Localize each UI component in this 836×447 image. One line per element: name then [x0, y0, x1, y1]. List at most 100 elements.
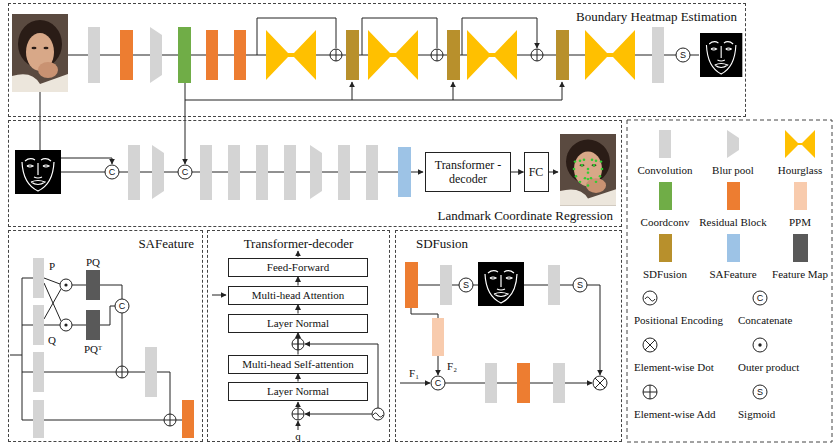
legend-concat: [753, 291, 767, 305]
legend-text: Hourglass: [778, 165, 822, 176]
convolution-block: [200, 145, 212, 200]
landmark-dot: [587, 178, 590, 180]
operator-letter: S: [680, 51, 686, 60]
add-symbol: [431, 49, 443, 61]
legend-add: [643, 385, 657, 399]
residual-block: [517, 363, 530, 403]
heatmap-input: [15, 150, 61, 194]
ppm-block: [432, 318, 444, 356]
process-box: FC: [524, 152, 549, 192]
add-symbol: [164, 414, 176, 426]
hourglass: [467, 30, 517, 80]
residual-block: [120, 30, 133, 80]
section-panel: Transformer-decoderFeed-ForwardMulti-hea…: [207, 230, 390, 442]
layer-box: Layer Normal: [228, 314, 368, 333]
signal-name: PQ: [86, 257, 100, 268]
legend-swatch: [659, 234, 672, 262]
convolution-block: [485, 363, 497, 403]
layer-box: Multi-head Attention: [228, 286, 368, 305]
landmark-dot: [574, 160, 577, 162]
heatmap-output: [700, 33, 742, 77]
legend-panel: [627, 120, 832, 442]
landmark-dot: [573, 168, 576, 170]
legend-swatch: [659, 130, 671, 158]
safeature-block: [398, 147, 411, 197]
panel-title: SDFusion: [416, 236, 468, 251]
wire: [400, 383, 430, 384]
wire: [438, 356, 439, 375]
outer-product-symbol: [60, 319, 72, 331]
landmark-dot: [593, 164, 596, 166]
wire: [298, 402, 299, 408]
legend-text: Element-wise Dot: [634, 362, 714, 373]
add-symbol: [330, 49, 342, 61]
legend-sigmoid: [753, 385, 767, 399]
legend-dot: [643, 338, 657, 352]
landmark-dot: [579, 159, 582, 161]
landmark-dot: [600, 160, 603, 162]
legend-text: Positional Encoding: [634, 315, 723, 326]
blur-pool: [150, 27, 162, 83]
landmark-dot: [601, 168, 604, 170]
hourglass: [266, 30, 316, 80]
skip-wire: [453, 82, 454, 100]
signal-name: P: [49, 261, 55, 272]
box-label: Feed-Forward: [267, 261, 329, 274]
legend-swatch: [794, 182, 807, 210]
residual-block: [234, 30, 246, 80]
landmark-dot: [595, 159, 598, 161]
legend-text: SAFeature: [709, 269, 756, 280]
convolution-block: [366, 145, 378, 200]
hourglass: [585, 30, 635, 80]
positional-encoding-symbol: [373, 413, 383, 417]
add-symbol: [531, 49, 543, 61]
wire: [10, 278, 33, 420]
blur-pool: [152, 145, 164, 199]
convolution-block: [33, 352, 44, 392]
section-panel: SDFusion: [395, 230, 622, 442]
operator-letter: C: [757, 294, 764, 303]
legend-swatch: [793, 234, 808, 262]
add-symbol: [431, 49, 443, 61]
coordconv-block: [178, 27, 191, 83]
landmark-dot: [591, 159, 594, 161]
landmark-dot: [599, 175, 602, 177]
outer-product-symbol: [64, 323, 67, 326]
connector-arrow: [298, 277, 299, 286]
sigmoid-symbol: [676, 48, 690, 62]
landmark-dot: [595, 181, 598, 183]
panel-title: Transformer-decoder: [208, 236, 389, 251]
output-photo: [560, 134, 616, 206]
connector-arrow: [298, 333, 299, 355]
signal-name: F₁: [409, 368, 419, 379]
sdfusion-block: [556, 30, 569, 80]
residual-block: [206, 30, 218, 80]
landmark-dot: [581, 164, 584, 166]
operator-letter: S: [757, 388, 763, 397]
panel-title: Boundary Heatmap Estimation: [576, 9, 737, 24]
convolution-block: [33, 258, 44, 298]
wire: [298, 251, 299, 257]
legend-dot: [645, 340, 655, 350]
sdfusion-block: [447, 30, 460, 80]
legend-text: PPM: [789, 217, 811, 228]
panel-title: Landmark Coordinate Regression: [438, 208, 613, 223]
operator-letter: C: [435, 379, 442, 388]
legend-swatch: [727, 182, 740, 210]
operator-letter: C: [119, 302, 126, 311]
landmark-dots: [573, 159, 604, 187]
panel-title: SAFeature: [138, 236, 194, 251]
add-symbol: [531, 49, 543, 61]
landmark-dot: [583, 159, 586, 161]
wire: [212, 295, 226, 296]
legend-text: Coordconv: [641, 217, 690, 228]
wire: [185, 100, 186, 164]
outer-product-symbol: [64, 283, 67, 286]
wire: [305, 414, 372, 415]
landmark-dot: [575, 175, 578, 177]
feature-map: [86, 310, 100, 340]
legend-positional-encoding: [643, 291, 657, 305]
feature-map: [86, 270, 100, 300]
legend-swatch: [727, 234, 740, 262]
outer-product-symbol: [60, 279, 72, 291]
